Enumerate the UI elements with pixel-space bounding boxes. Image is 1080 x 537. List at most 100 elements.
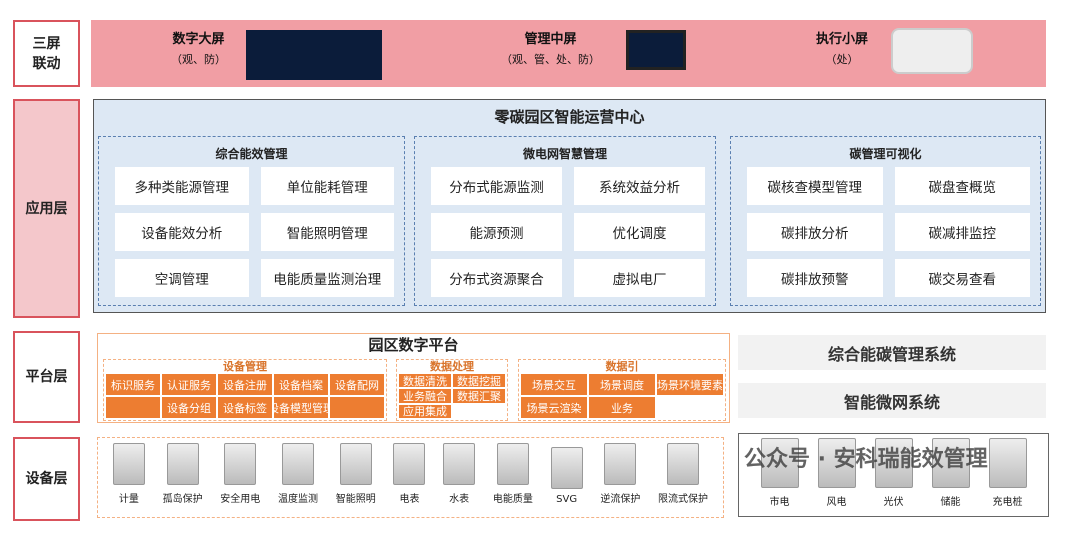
platform-service: 标识服务: [106, 374, 160, 395]
app-module: 分布式资源聚合: [431, 259, 562, 297]
energy-label: 市电: [769, 497, 790, 508]
app-group-cells: 碳核查模型管理碳盘查概览碳排放分析碳减排监控碳排放预警碳交易查看: [747, 167, 1030, 297]
device-image: [166, 443, 199, 485]
app-group-cells: 多种类能源管理单位能耗管理设备能效分析智能照明管理空调管理电能质量监测治理: [115, 167, 394, 297]
app-module: 系统效益分析: [574, 167, 705, 205]
device-image: [667, 443, 700, 485]
layer-label-screens: 三屏联动: [13, 20, 80, 87]
device-item: 限流式保护: [658, 443, 708, 505]
device-image: [224, 443, 257, 485]
energy-image: [931, 438, 970, 488]
platform-service: 应用集成: [399, 404, 451, 418]
data-engine-title: 数据引: [605, 360, 639, 373]
app-group-cells: 分布式能源监测系统效益分析能源预测优化调度分布式资源聚合虚拟电厂: [431, 167, 705, 297]
app-module: 分布式能源监测: [431, 167, 562, 205]
data-processing-group: 数据处理数据清洗数据挖掘业务融合数据汇聚应用集成: [396, 359, 508, 421]
app-module: 电能质量监测治理: [260, 259, 394, 297]
platform-service: 场景调度: [589, 374, 655, 395]
device-item: 计量: [112, 443, 145, 505]
platform-service: 设备标签: [218, 397, 272, 418]
platform-title: 园区数字平台: [368, 336, 459, 354]
screen-medium: 管理中屏（观、管、处、防）: [501, 32, 600, 66]
app-module: 碳盘查概览: [894, 167, 1030, 205]
app-module: 碳交易查看: [894, 259, 1030, 297]
device-label: SVG: [556, 494, 578, 505]
energy-label: 风电: [826, 497, 847, 508]
device-label: 电能质量: [492, 494, 533, 505]
data-processing-title: 数据处理: [430, 360, 474, 373]
device-label: 限流式保护: [658, 494, 709, 505]
energy-image: [760, 438, 799, 488]
screen-large: 数字大屏（观、防）: [171, 32, 226, 66]
screen-small: 执行小屏（处）: [816, 32, 869, 66]
app-module: 能源预测: [431, 213, 562, 251]
app-group: 碳管理可视化碳核查模型管理碳盘查概览碳排放分析碳减排监控碳排放预警碳交易查看: [730, 136, 1041, 306]
platform-service: 设备档案: [274, 374, 328, 395]
app-group: 综合能效管理多种类能源管理单位能耗管理设备能效分析智能照明管理空调管理电能质量监…: [98, 136, 405, 306]
system-carbon: 综合能碳管理系统: [738, 335, 1046, 370]
platform-service: 场景云渲染: [521, 397, 587, 418]
platform-service: 设备模型管理: [274, 397, 328, 418]
application-center: 零碳园区智能运营中心 综合能效管理多种类能源管理单位能耗管理设备能效分析智能照明…: [93, 99, 1046, 313]
device-image: [282, 443, 315, 485]
device-item: 安全用电: [220, 443, 260, 505]
device-label: 计量: [118, 494, 139, 505]
energy-item: 市电: [760, 438, 799, 508]
app-title: 零碳园区智能运营中心: [494, 108, 645, 126]
energy-image: [874, 438, 913, 488]
platform-service: 场景环境要素: [657, 374, 723, 395]
device-label: 水表: [449, 494, 470, 505]
layer-label-platform: 平台层: [13, 331, 80, 423]
device-item: 水表: [443, 443, 476, 505]
app-group-title: 微电网智慧管理: [522, 147, 607, 161]
platform-service: 场景交互: [521, 374, 587, 395]
energy-item: 储能: [931, 438, 970, 508]
app-module: 空调管理: [115, 259, 249, 297]
energy-image: [988, 438, 1027, 488]
app-group-title: 碳管理可视化: [849, 147, 922, 161]
device-image: [496, 443, 529, 485]
energy-item: 充电桩: [988, 438, 1027, 508]
device-item: 温度监测: [278, 443, 318, 505]
platform-service: 设备配网: [330, 374, 384, 395]
device-label: 智能照明: [335, 494, 376, 505]
app-module: 设备能效分析: [115, 213, 249, 251]
app-module: 智能照明管理: [260, 213, 394, 251]
platform-service: 设备注册: [218, 374, 272, 395]
app-module: 优化调度: [574, 213, 705, 251]
app-module: 虚拟电厂: [574, 259, 705, 297]
device-image: [393, 443, 426, 485]
system-microgrid: 智能微网系统: [738, 383, 1046, 418]
energy-label: 光伏: [883, 497, 904, 508]
device-image: [604, 443, 637, 485]
energy-label: 储能: [940, 497, 961, 508]
device-label: 电表: [399, 494, 420, 505]
app-group: 微电网智慧管理分布式能源监测系统效益分析能源预测优化调度分布式资源聚合虚拟电厂: [414, 136, 716, 306]
device-item: 智能照明: [336, 443, 376, 505]
energy-item: 风电: [817, 438, 856, 508]
device-label: 孤岛保护: [162, 494, 203, 505]
park-digital-platform: 园区数字平台 设备管理标识服务认证服务设备注册设备档案设备配网设备分组设备标签设…: [97, 333, 730, 423]
phone-image: [891, 28, 973, 74]
device-list: 计量 孤岛保护 安全用电 温度监测智能照明 电表 水表 电能质量 SVG 逆流保护限流式保护: [97, 437, 724, 518]
app-module: 单位能耗管理: [260, 167, 394, 205]
dashboard-image: [246, 30, 382, 80]
platform-service: 数据汇聚: [453, 389, 505, 403]
device-item: 电能质量: [493, 443, 533, 505]
app-module: 碳核查模型管理: [747, 167, 883, 205]
platform-service: [330, 397, 384, 418]
device-item: 逆流保护: [600, 443, 640, 505]
platform-service: 业务融合: [399, 389, 451, 403]
device-mgmt-group: 设备管理标识服务认证服务设备注册设备档案设备配网设备分组设备标签设备模型管理: [103, 359, 387, 421]
platform-service: 认证服务: [162, 374, 216, 395]
screens-banner: 数字大屏（观、防） 管理中屏（观、管、处、防） 执行小屏（处）: [91, 20, 1046, 87]
platform-service: 数据挖掘: [453, 374, 505, 388]
layer-label-app: 应用层: [13, 99, 80, 318]
energy-image: [817, 438, 856, 488]
platform-service: 数据清洗: [399, 374, 451, 388]
platform-service: 设备分组: [162, 397, 216, 418]
device-label: 安全用电: [220, 494, 261, 505]
device-image: [339, 443, 372, 485]
device-image: [112, 443, 145, 485]
app-module: 碳排放分析: [747, 213, 883, 251]
